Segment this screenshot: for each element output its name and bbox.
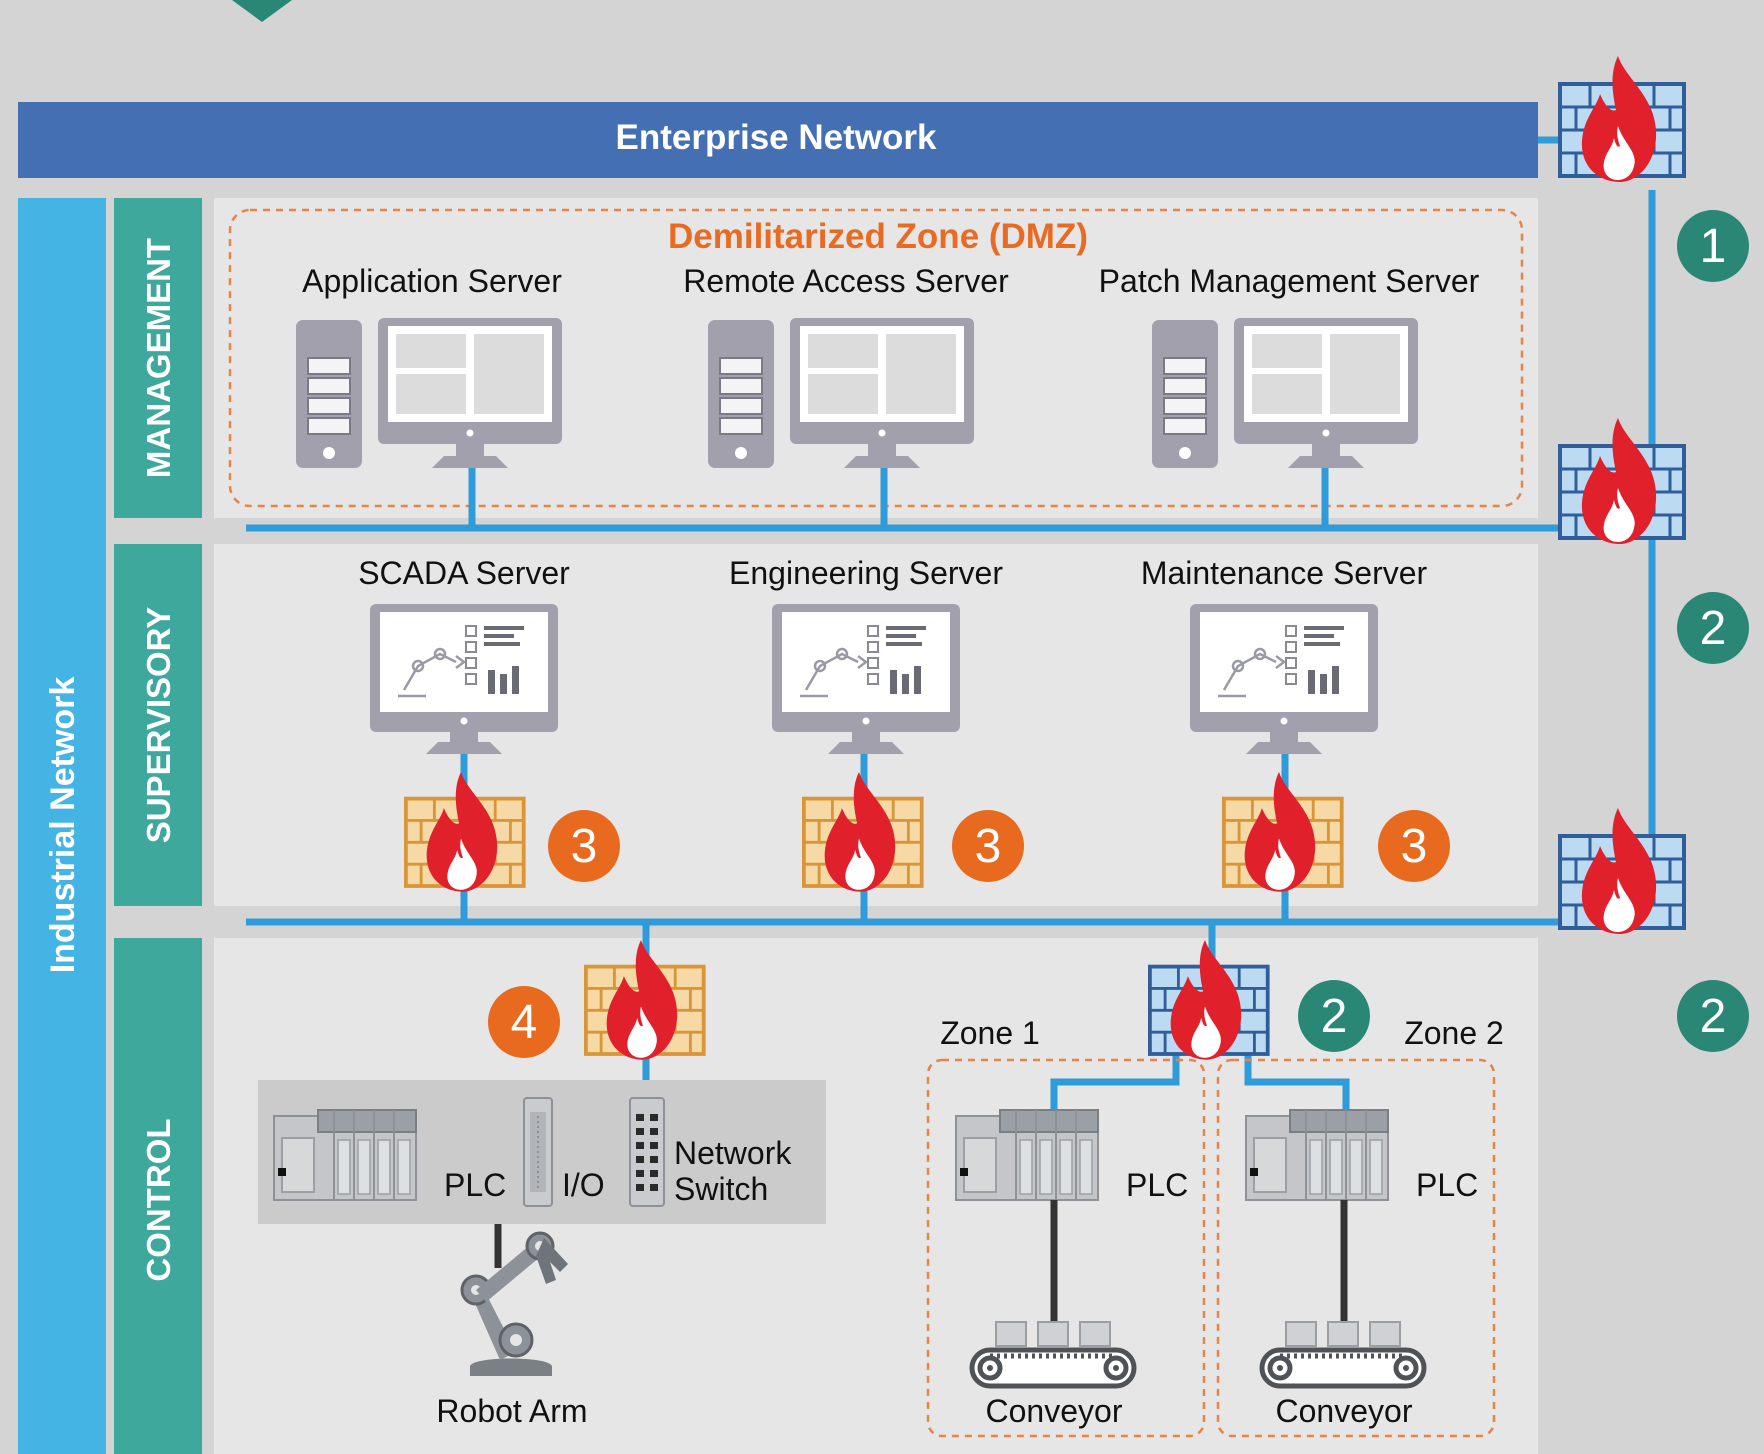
remote-access-server-tower-icon: [707, 319, 775, 469]
badge-3-maintenance: 3: [1378, 810, 1450, 882]
zone-1-label: Zone 1: [940, 1015, 1040, 1051]
io-module-icon: [523, 1097, 553, 1207]
application-server-tower-icon: [295, 319, 363, 469]
zone-2-box: [1216, 1058, 1496, 1438]
zone-2-plc-label: PLC: [1416, 1167, 1478, 1203]
network-switch-label-line2: Switch: [674, 1171, 768, 1207]
zone-1-box: [926, 1058, 1206, 1438]
maintenance-hmi-monitor-icon: [1188, 602, 1380, 756]
patch-management-server-tower-icon: [1151, 319, 1219, 469]
network-switch-label-line1: Network: [674, 1135, 792, 1171]
svg-text:3: 3: [1401, 820, 1428, 873]
enterprise-firewall-icon: [1558, 54, 1686, 184]
svg-text:2: 2: [1700, 990, 1727, 1043]
enterprise-network-label: Enterprise Network: [616, 118, 937, 157]
dmz-firewall-icon: [1558, 416, 1686, 546]
engineering-hmi-monitor-icon: [770, 602, 962, 756]
badge-3-scada: 3: [548, 810, 620, 882]
zone-2-conveyor-label: Conveyor: [1276, 1393, 1413, 1429]
supervisory-level-label: SUPERVISORY: [140, 607, 177, 844]
robot-arm-label: Robot Arm: [436, 1393, 587, 1429]
supervisory-level-bar: [114, 544, 202, 906]
industrial-network-label: Industrial Network: [44, 677, 82, 974]
svg-text:2: 2: [1700, 602, 1727, 655]
zone-1-plc-label: PLC: [1126, 1167, 1188, 1203]
badge-4: 4: [488, 986, 560, 1058]
application-server-label: Application Server: [302, 263, 562, 299]
industrial-network-bar: [18, 198, 106, 1454]
scada-hmi-monitor-icon: [368, 602, 560, 756]
dmz-zone-box: [228, 208, 1524, 508]
zone-1-conveyor-label: Conveyor: [986, 1393, 1123, 1429]
badge-2-zones: 2: [1298, 980, 1370, 1052]
cell-plc-label: PLC: [444, 1167, 506, 1203]
engineering-server-label: Engineering Server: [729, 555, 1003, 591]
svg-text:3: 3: [975, 820, 1002, 873]
zone-2-conveyor-icon: [1262, 1322, 1424, 1386]
control-level-label: CONTROL: [140, 1118, 177, 1281]
scada-server-label: SCADA Server: [358, 555, 570, 591]
enterprise-network-bar: [18, 102, 1538, 178]
svg-text:3: 3: [571, 820, 598, 873]
svg-text:1: 1: [1700, 220, 1727, 273]
zone-2-plc-icon: [1245, 1109, 1389, 1201]
supervisory-firewall-icon: [1558, 806, 1686, 936]
management-level-label: MANAGEMENT: [140, 238, 177, 478]
zone-1-conveyor-icon: [972, 1322, 1134, 1386]
badge-2-dmz: 2: [1677, 592, 1749, 664]
patch-management-server-label: Patch Management Server: [1099, 263, 1480, 299]
zone-2-label: Zone 2: [1404, 1015, 1504, 1051]
badge-3-engineering: 3: [952, 810, 1024, 882]
control-level-bar: [114, 938, 202, 1454]
remote-access-server-label: Remote Access Server: [683, 263, 1009, 299]
cell-plc-icon: [273, 1109, 417, 1201]
svg-text:2: 2: [1321, 990, 1348, 1043]
badge-2-supervisory: 2: [1677, 980, 1749, 1052]
svg-text:4: 4: [511, 996, 538, 1049]
dmz-title: Demilitarized Zone (DMZ): [668, 217, 1088, 256]
maintenance-server-label: Maintenance Server: [1141, 555, 1428, 591]
management-level-bar: [114, 198, 202, 518]
badge-1: 1: [1677, 210, 1749, 282]
robot-arm-icon: [460, 1231, 568, 1376]
cell-io-label: I/O: [562, 1167, 605, 1203]
top-notch-marker: [232, 0, 292, 22]
zone-1-plc-icon: [955, 1109, 1099, 1201]
network-switch-icon: [629, 1097, 665, 1207]
